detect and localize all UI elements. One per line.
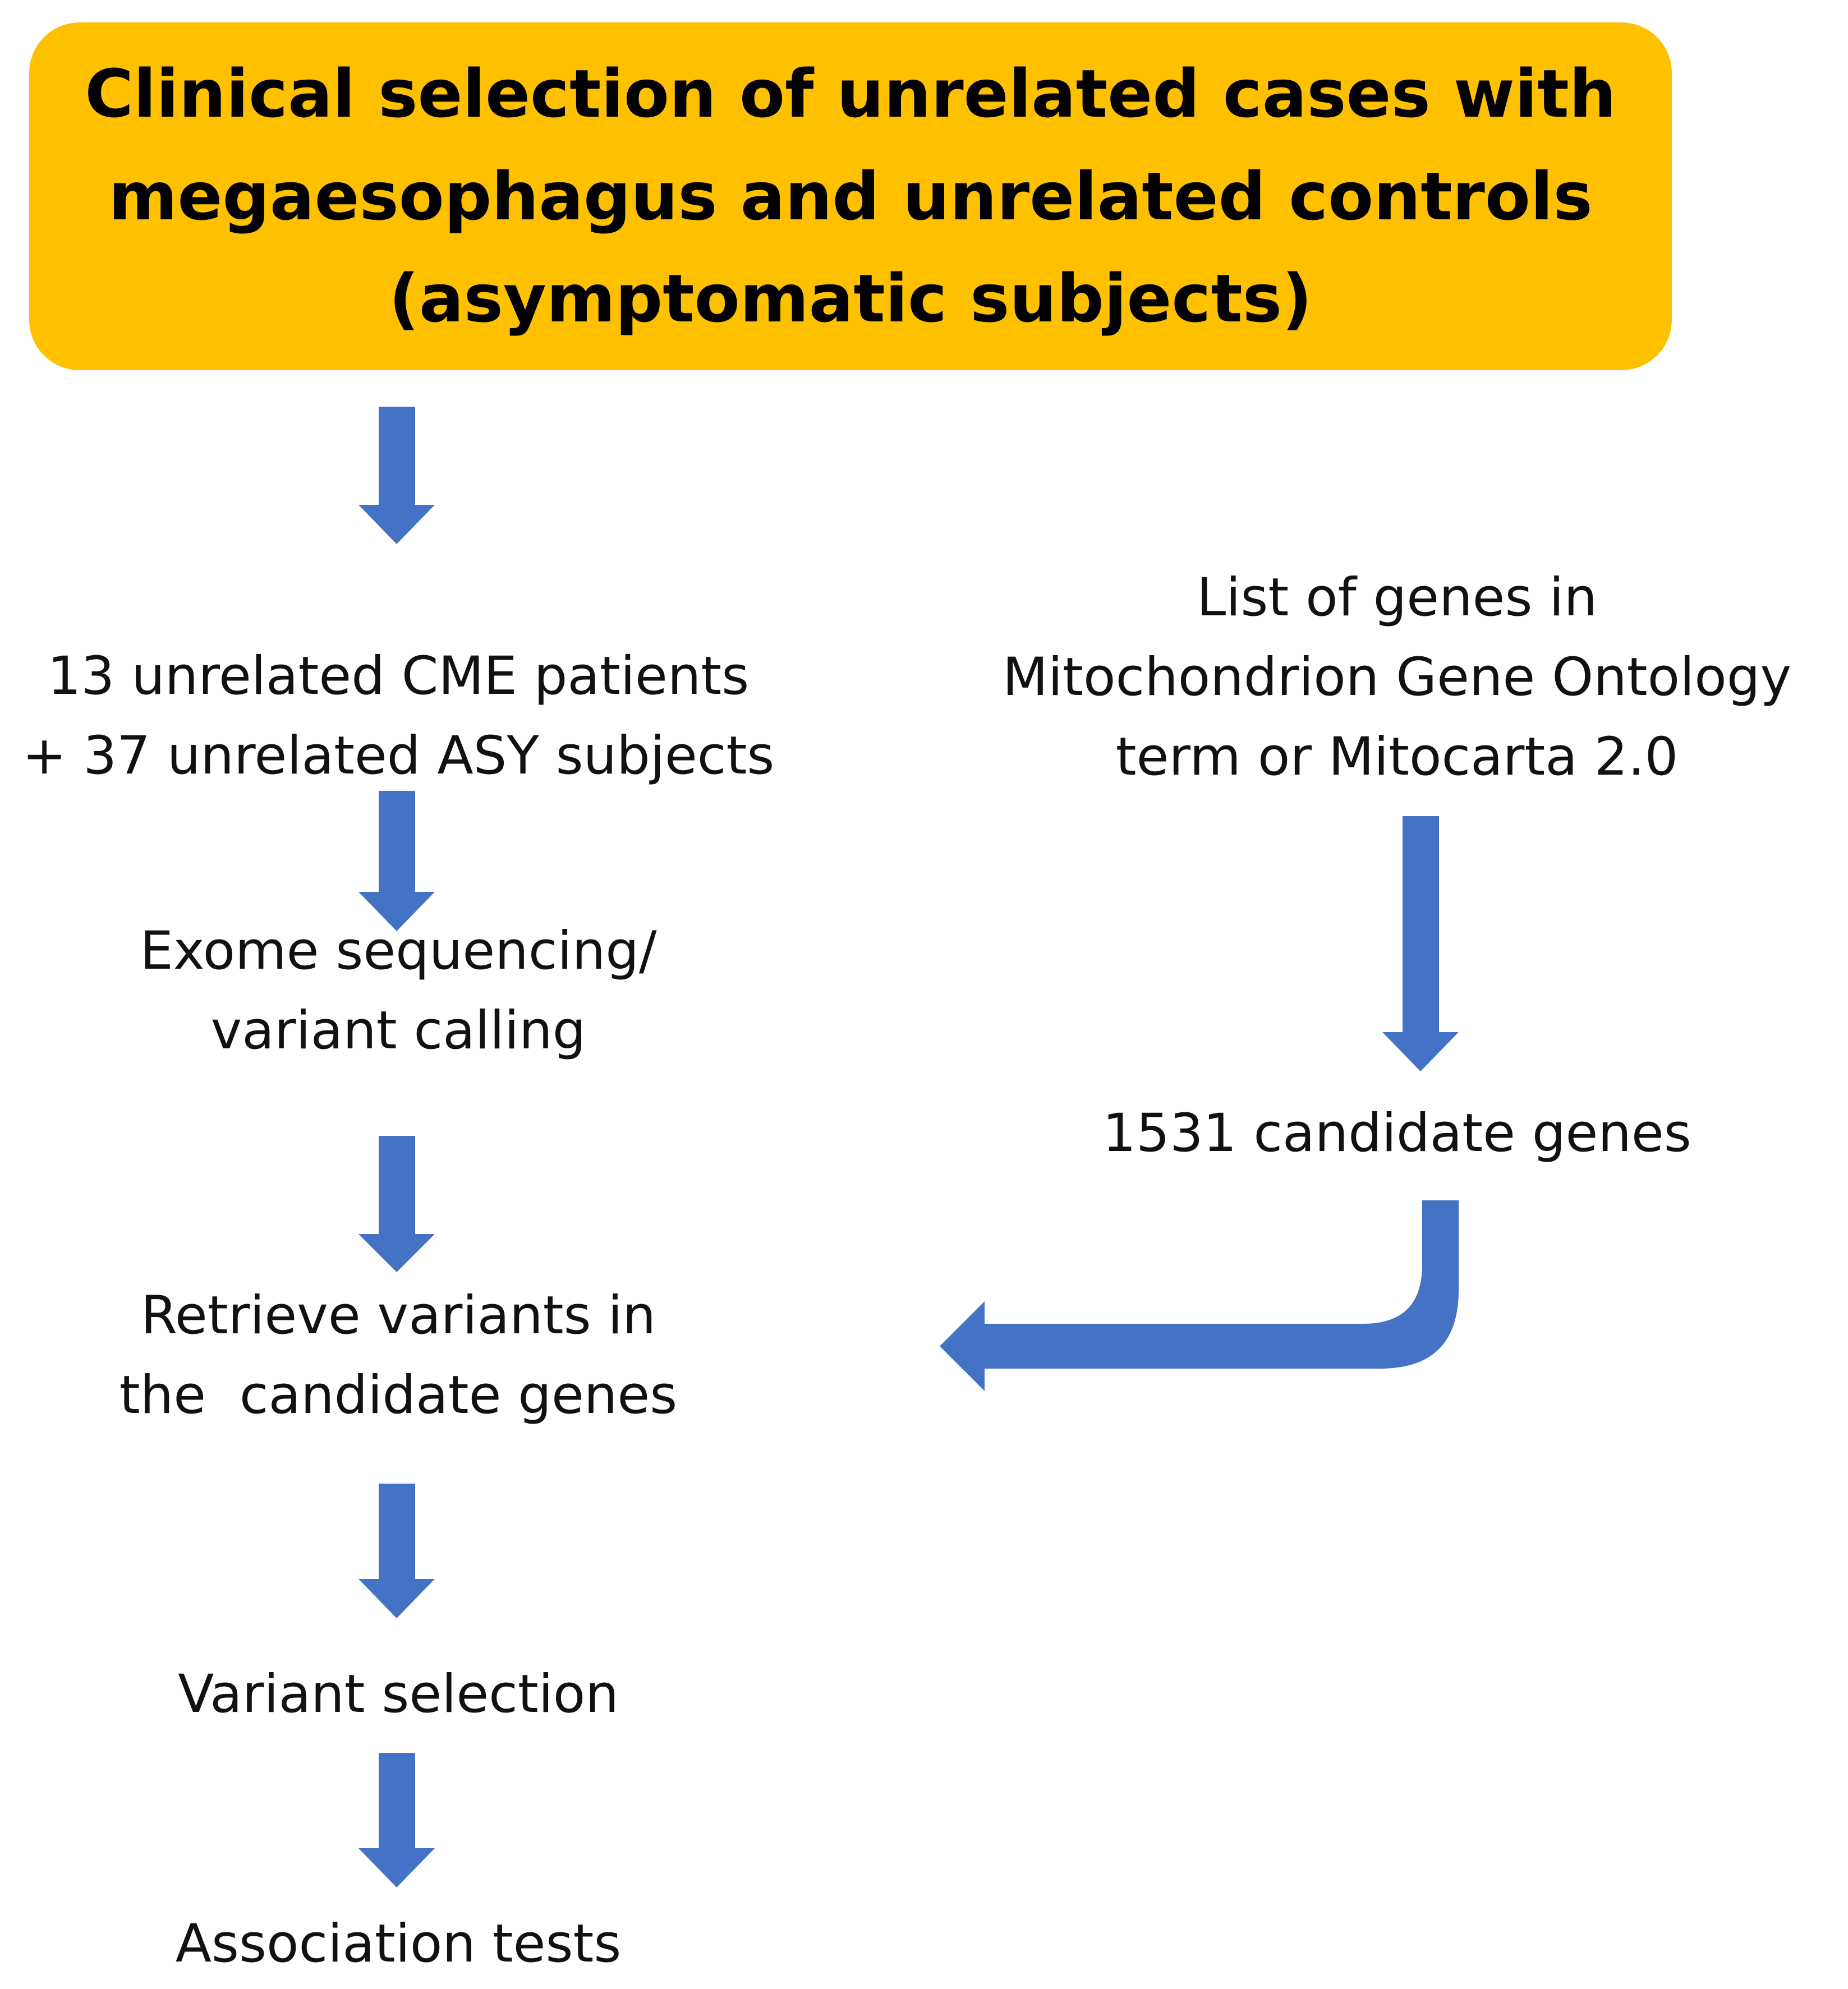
step-gene-list: List of genes in Mitochondrion Gene Onto… <box>948 558 1846 797</box>
down-arrow-icon <box>358 1136 435 1272</box>
header-line-1: Clinical selection of unrelated cases wi… <box>85 54 1616 132</box>
down-arrow-icon <box>358 1484 435 1618</box>
step-gene-list-line-2: Mitochondrion Gene Ontology <box>1002 647 1792 708</box>
step-retrieve-line-1: Retrieve variants in <box>140 1285 656 1346</box>
header-box: Clinical selection of unrelated cases wi… <box>29 22 1672 370</box>
header-line-2: megaesophagus and unrelated controls <box>108 157 1593 235</box>
step-exome-sequencing: Exome sequencing/ variant calling <box>11 911 785 1071</box>
step-exome-line-2: variant calling <box>210 1000 586 1061</box>
step-gene-list-line-3: term or Mitocarta 2.0 <box>1115 726 1679 788</box>
step-retrieve-line-2: the candidate genes <box>119 1365 678 1426</box>
header-title: Clinical selection of unrelated cases wi… <box>85 43 1616 351</box>
step-candidate-genes: 1531 candidate genes <box>948 1094 1846 1173</box>
step-variant-selection-line-1: Variant selection <box>178 1664 619 1725</box>
step-retrieve-variants: Retrieve variants in the candidate genes <box>11 1276 785 1435</box>
step-candidate-genes-line-1: 1531 candidate genes <box>1102 1103 1691 1164</box>
down-arrow-icon <box>358 791 435 931</box>
down-arrow-icon <box>358 1753 435 1887</box>
step-association-tests: Association tests <box>11 1904 785 1984</box>
header-line-3: (asymptomatic subjects) <box>389 260 1312 338</box>
arrow-group <box>358 407 1459 1887</box>
step-variant-selection: Variant selection <box>11 1655 785 1734</box>
down-arrow-icon <box>1382 816 1459 1071</box>
step-cohort-line-1: 13 unrelated CME patients <box>47 646 750 707</box>
step-exome-line-1: Exome sequencing/ <box>140 920 657 982</box>
step-cohort: 13 unrelated CME patients + 37 unrelated… <box>11 637 785 796</box>
step-cohort-line-2: + 37 unrelated ASY subjects <box>22 725 775 786</box>
down-arrow-icon <box>358 407 435 544</box>
step-gene-list-line-1: List of genes in <box>1196 567 1598 628</box>
bent-arrow-icon <box>940 1200 1459 1391</box>
step-association-line-1: Association tests <box>175 1913 622 1974</box>
